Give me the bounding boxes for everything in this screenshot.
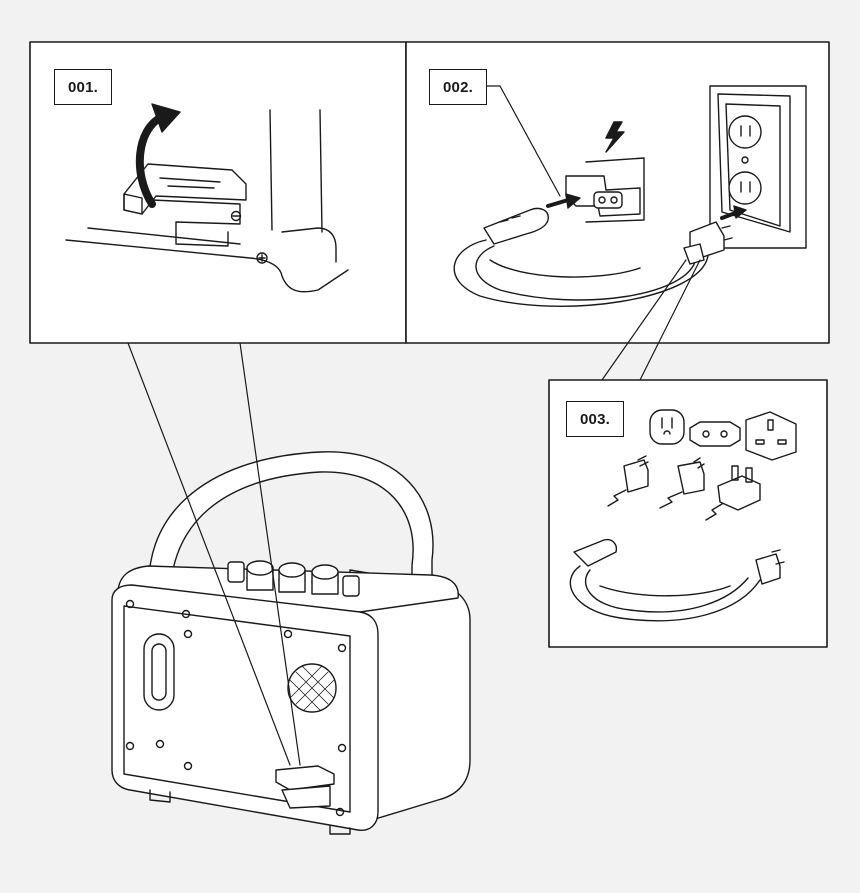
wall-outlet-icon	[709, 85, 807, 249]
bass-port	[143, 633, 175, 711]
step-label-003: 003.	[566, 401, 624, 437]
lightning-bolt-icon	[605, 121, 625, 153]
push-arrow-icon	[546, 198, 570, 208]
speaker-illustration	[111, 451, 471, 835]
plug-type-icon	[649, 409, 797, 461]
panel-screws	[125, 599, 347, 817]
speaker-panel	[123, 605, 351, 813]
lift-arrow-icon	[135, 103, 181, 208]
callout-lines-003	[601, 259, 701, 381]
speaker-socket-cover	[275, 765, 335, 809]
panel-003-illustration	[569, 409, 797, 622]
speaker-feet	[149, 789, 351, 835]
step-label-001: 001.	[54, 69, 112, 105]
control-knobs	[227, 560, 360, 597]
panel-002-illustration	[453, 85, 807, 307]
panel-001-illustration	[65, 103, 349, 293]
callout-lines-001	[127, 342, 301, 766]
step-label-002: 002.	[429, 69, 487, 105]
